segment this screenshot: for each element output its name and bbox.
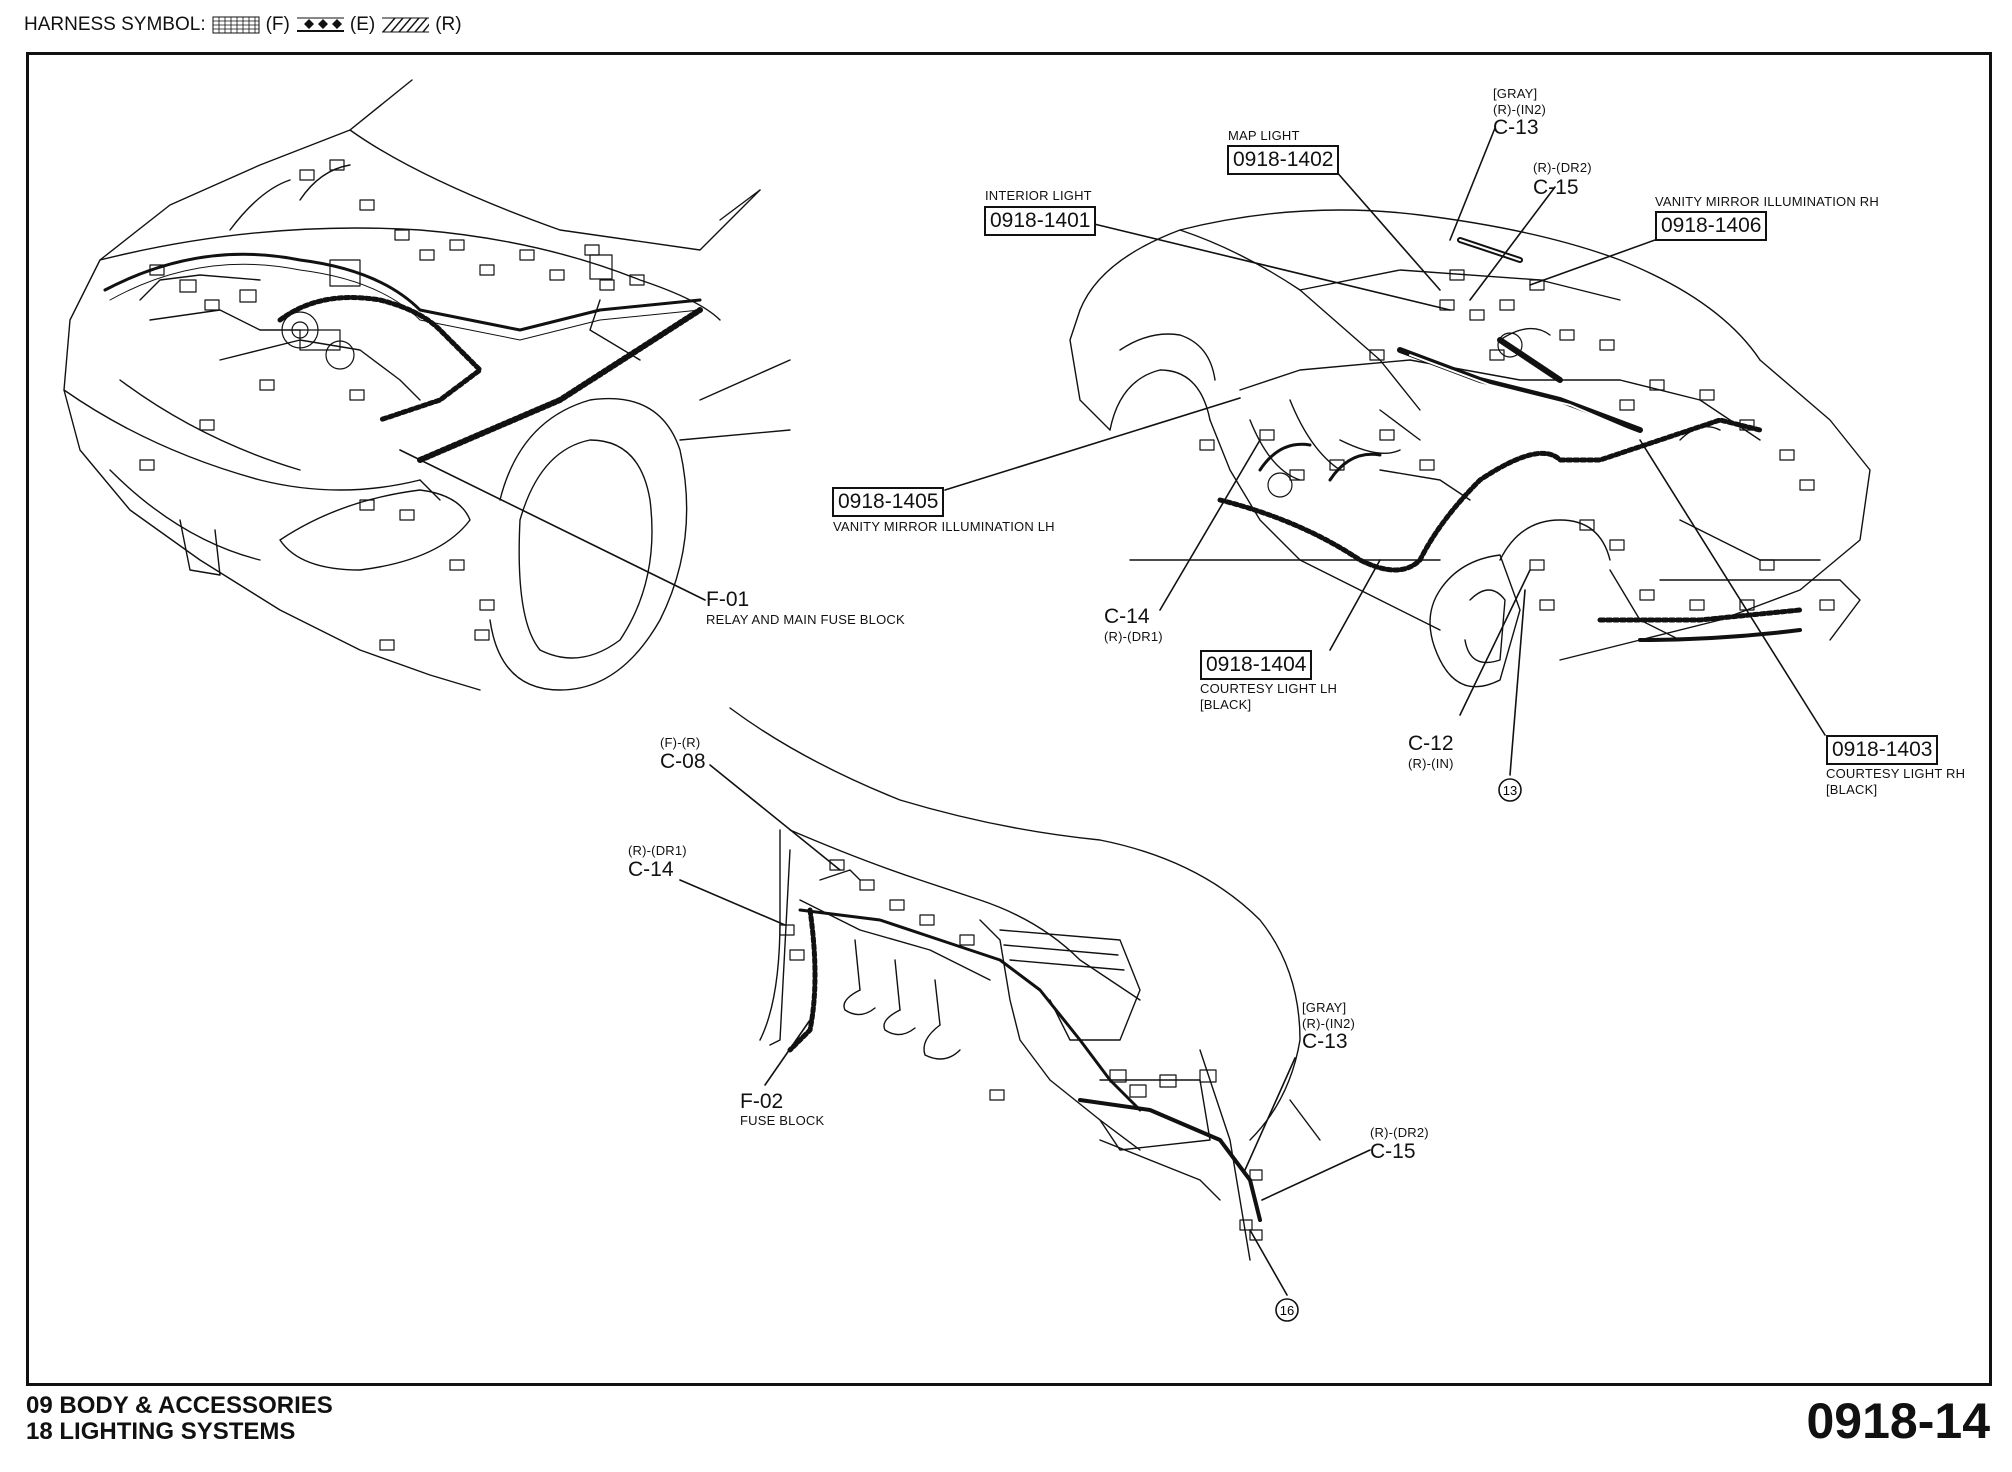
c13-top-code: C-13 <box>1493 116 1539 139</box>
c08-sub: (F)-(R) <box>660 735 701 750</box>
front-car-illustration <box>63 79 791 691</box>
c15-bot-sub: (R)-(DR2) <box>1370 1125 1429 1140</box>
c14-bot-code: C-14 <box>628 858 674 881</box>
vanity-rh-code: 0918-1406 <box>1655 211 1768 241</box>
interior-light-desc: INTERIOR LIGHT <box>985 188 1092 203</box>
c12-sub: (R)-(IN) <box>1408 756 1454 771</box>
legend-r-label: (R) <box>435 14 462 35</box>
circle-13-marker <box>1498 778 1522 802</box>
vanity-lh-desc: VANITY MIRROR ILLUMINATION LH <box>833 519 1055 534</box>
c13-bot-sub: (R)-(IN2) <box>1302 1016 1356 1031</box>
c15-top-sub: (R)-(DR2) <box>1533 160 1592 175</box>
f01-code: F-01 <box>706 588 750 611</box>
interior-light-code: 0918-1401 <box>984 206 1097 236</box>
circle-16-text: 16 <box>1280 1303 1294 1318</box>
c12-code: C-12 <box>1408 732 1454 755</box>
f01-desc: RELAY AND MAIN FUSE BLOCK <box>706 612 905 627</box>
page-number: 0918-14 <box>1806 1393 1991 1449</box>
courtesy-rh-code: 0918-1403 <box>1826 735 1939 765</box>
legend-f-label: (F) <box>265 14 290 35</box>
courtesy-lh-desc: COURTESY LIGHT LH <box>1200 681 1338 696</box>
circle-16-marker <box>1275 1298 1299 1322</box>
c14-mid-code: C-14 <box>1104 605 1150 628</box>
courtesy-rh-desc: COURTESY LIGHT RH <box>1826 766 1966 781</box>
rear-car-illustration <box>1069 209 1871 688</box>
c15-bot-code: C-15 <box>1370 1140 1416 1163</box>
circle-13-text: 13 <box>1503 783 1517 798</box>
rear-harness-swatch-icon <box>382 17 430 33</box>
leader-lines <box>399 127 1826 1296</box>
c14-bot-sub: (R)-(DR1) <box>628 843 687 858</box>
legend-e-label: (E) <box>349 14 376 35</box>
courtesy-lh-color: [BLACK] <box>1200 697 1252 712</box>
c14-mid-sub: (R)-(DR1) <box>1104 629 1163 644</box>
footer-section: 09 BODY & ACCESSORIES <box>26 1392 333 1419</box>
vanity-lh-code: 0918-1405 <box>832 487 945 517</box>
dashboard-illustration <box>729 707 1321 1261</box>
footer-subsection: 18 LIGHTING SYSTEMS <box>26 1418 296 1445</box>
c13-bot-code: C-13 <box>1302 1030 1348 1053</box>
map-light-desc: MAP LIGHT <box>1228 128 1300 143</box>
vanity-rh-desc: VANITY MIRROR ILLUMINATION RH <box>1655 194 1879 209</box>
c13-bot-color: [GRAY] <box>1302 1000 1347 1015</box>
c15-top-code: C-15 <box>1533 176 1579 199</box>
circled-markers <box>1275 778 1522 1322</box>
legend-prefix: HARNESS SYMBOL: <box>24 14 206 35</box>
diagram-frame <box>26 52 1992 1386</box>
engine-harness-swatch-icon <box>296 17 344 32</box>
f02-desc: FUSE BLOCK <box>740 1113 825 1128</box>
courtesy-lh-code: 0918-1404 <box>1200 650 1313 680</box>
c13-top-color: [GRAY] <box>1493 86 1538 101</box>
f02-code: F-02 <box>740 1090 784 1113</box>
c08-code: C-08 <box>660 750 706 773</box>
front-harness-swatch-icon <box>212 16 260 34</box>
harness-symbol-legend: HARNESS SYMBOL: (F) (E) (R) <box>24 14 462 36</box>
c13-top-sub: (R)-(IN2) <box>1493 102 1547 117</box>
map-light-code: 0918-1402 <box>1227 145 1340 175</box>
courtesy-rh-color: [BLACK] <box>1826 782 1878 797</box>
